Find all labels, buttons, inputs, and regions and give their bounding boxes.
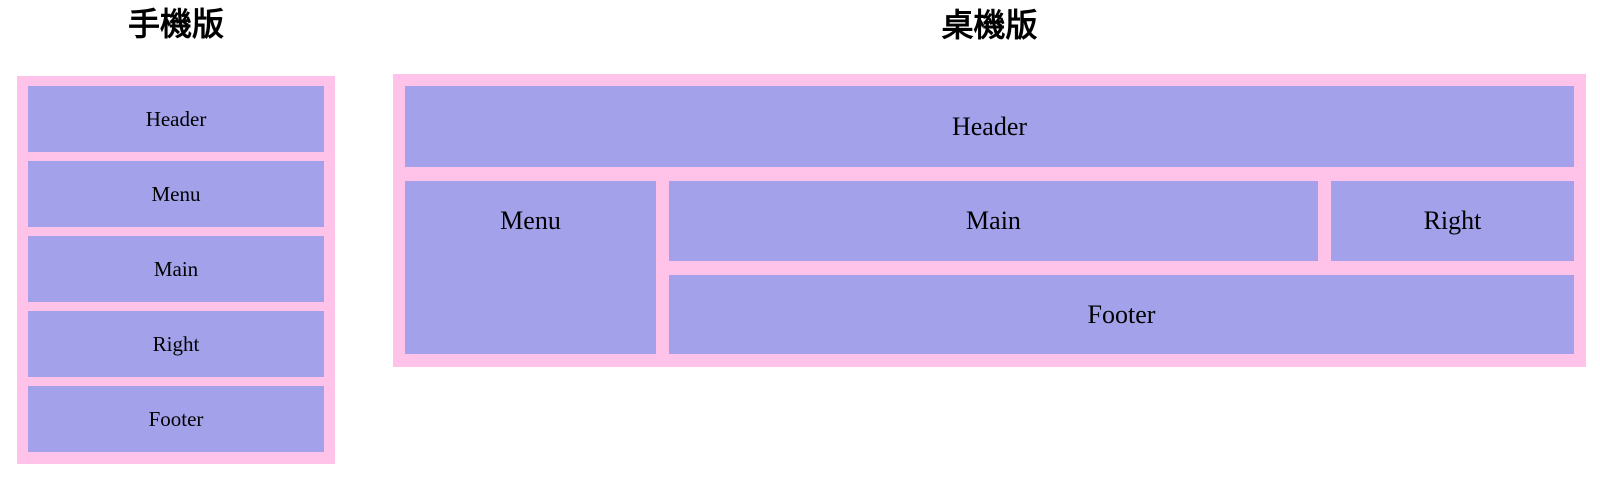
mobile-footer-label: Footer xyxy=(148,406,204,431)
mobile-menu-box: Menu xyxy=(28,161,324,227)
desktop-header-box: Header xyxy=(405,86,1574,167)
mobile-layout-panel: Header Menu Main Right Footer xyxy=(17,76,335,464)
desktop-main-box: Main xyxy=(669,181,1318,261)
desktop-right-label: Right xyxy=(1423,206,1482,235)
mobile-right-box: Right xyxy=(28,311,324,377)
desktop-main-label: Main xyxy=(966,206,1021,235)
desktop-right-box: Right xyxy=(1331,181,1574,261)
mobile-header-label: Header xyxy=(145,106,207,131)
mobile-header-box: Header xyxy=(28,86,324,152)
mobile-main-box: Main xyxy=(28,236,324,302)
mobile-version-title: 手機版 xyxy=(127,6,224,42)
desktop-version-title: 桌機版 xyxy=(941,7,1038,43)
mobile-right-label: Right xyxy=(152,331,200,356)
desktop-footer-box: Footer xyxy=(669,275,1574,354)
mobile-main-label: Main xyxy=(153,256,199,281)
desktop-menu-label: Menu xyxy=(500,206,561,235)
desktop-layout-panel: Header Menu Main Right Footer xyxy=(393,74,1586,367)
desktop-footer-label: Footer xyxy=(1087,299,1156,329)
desktop-header-label: Header xyxy=(951,111,1028,141)
desktop-menu-box: Menu xyxy=(405,181,656,354)
mobile-menu-label: Menu xyxy=(151,181,201,206)
mobile-footer-box: Footer xyxy=(28,386,324,452)
